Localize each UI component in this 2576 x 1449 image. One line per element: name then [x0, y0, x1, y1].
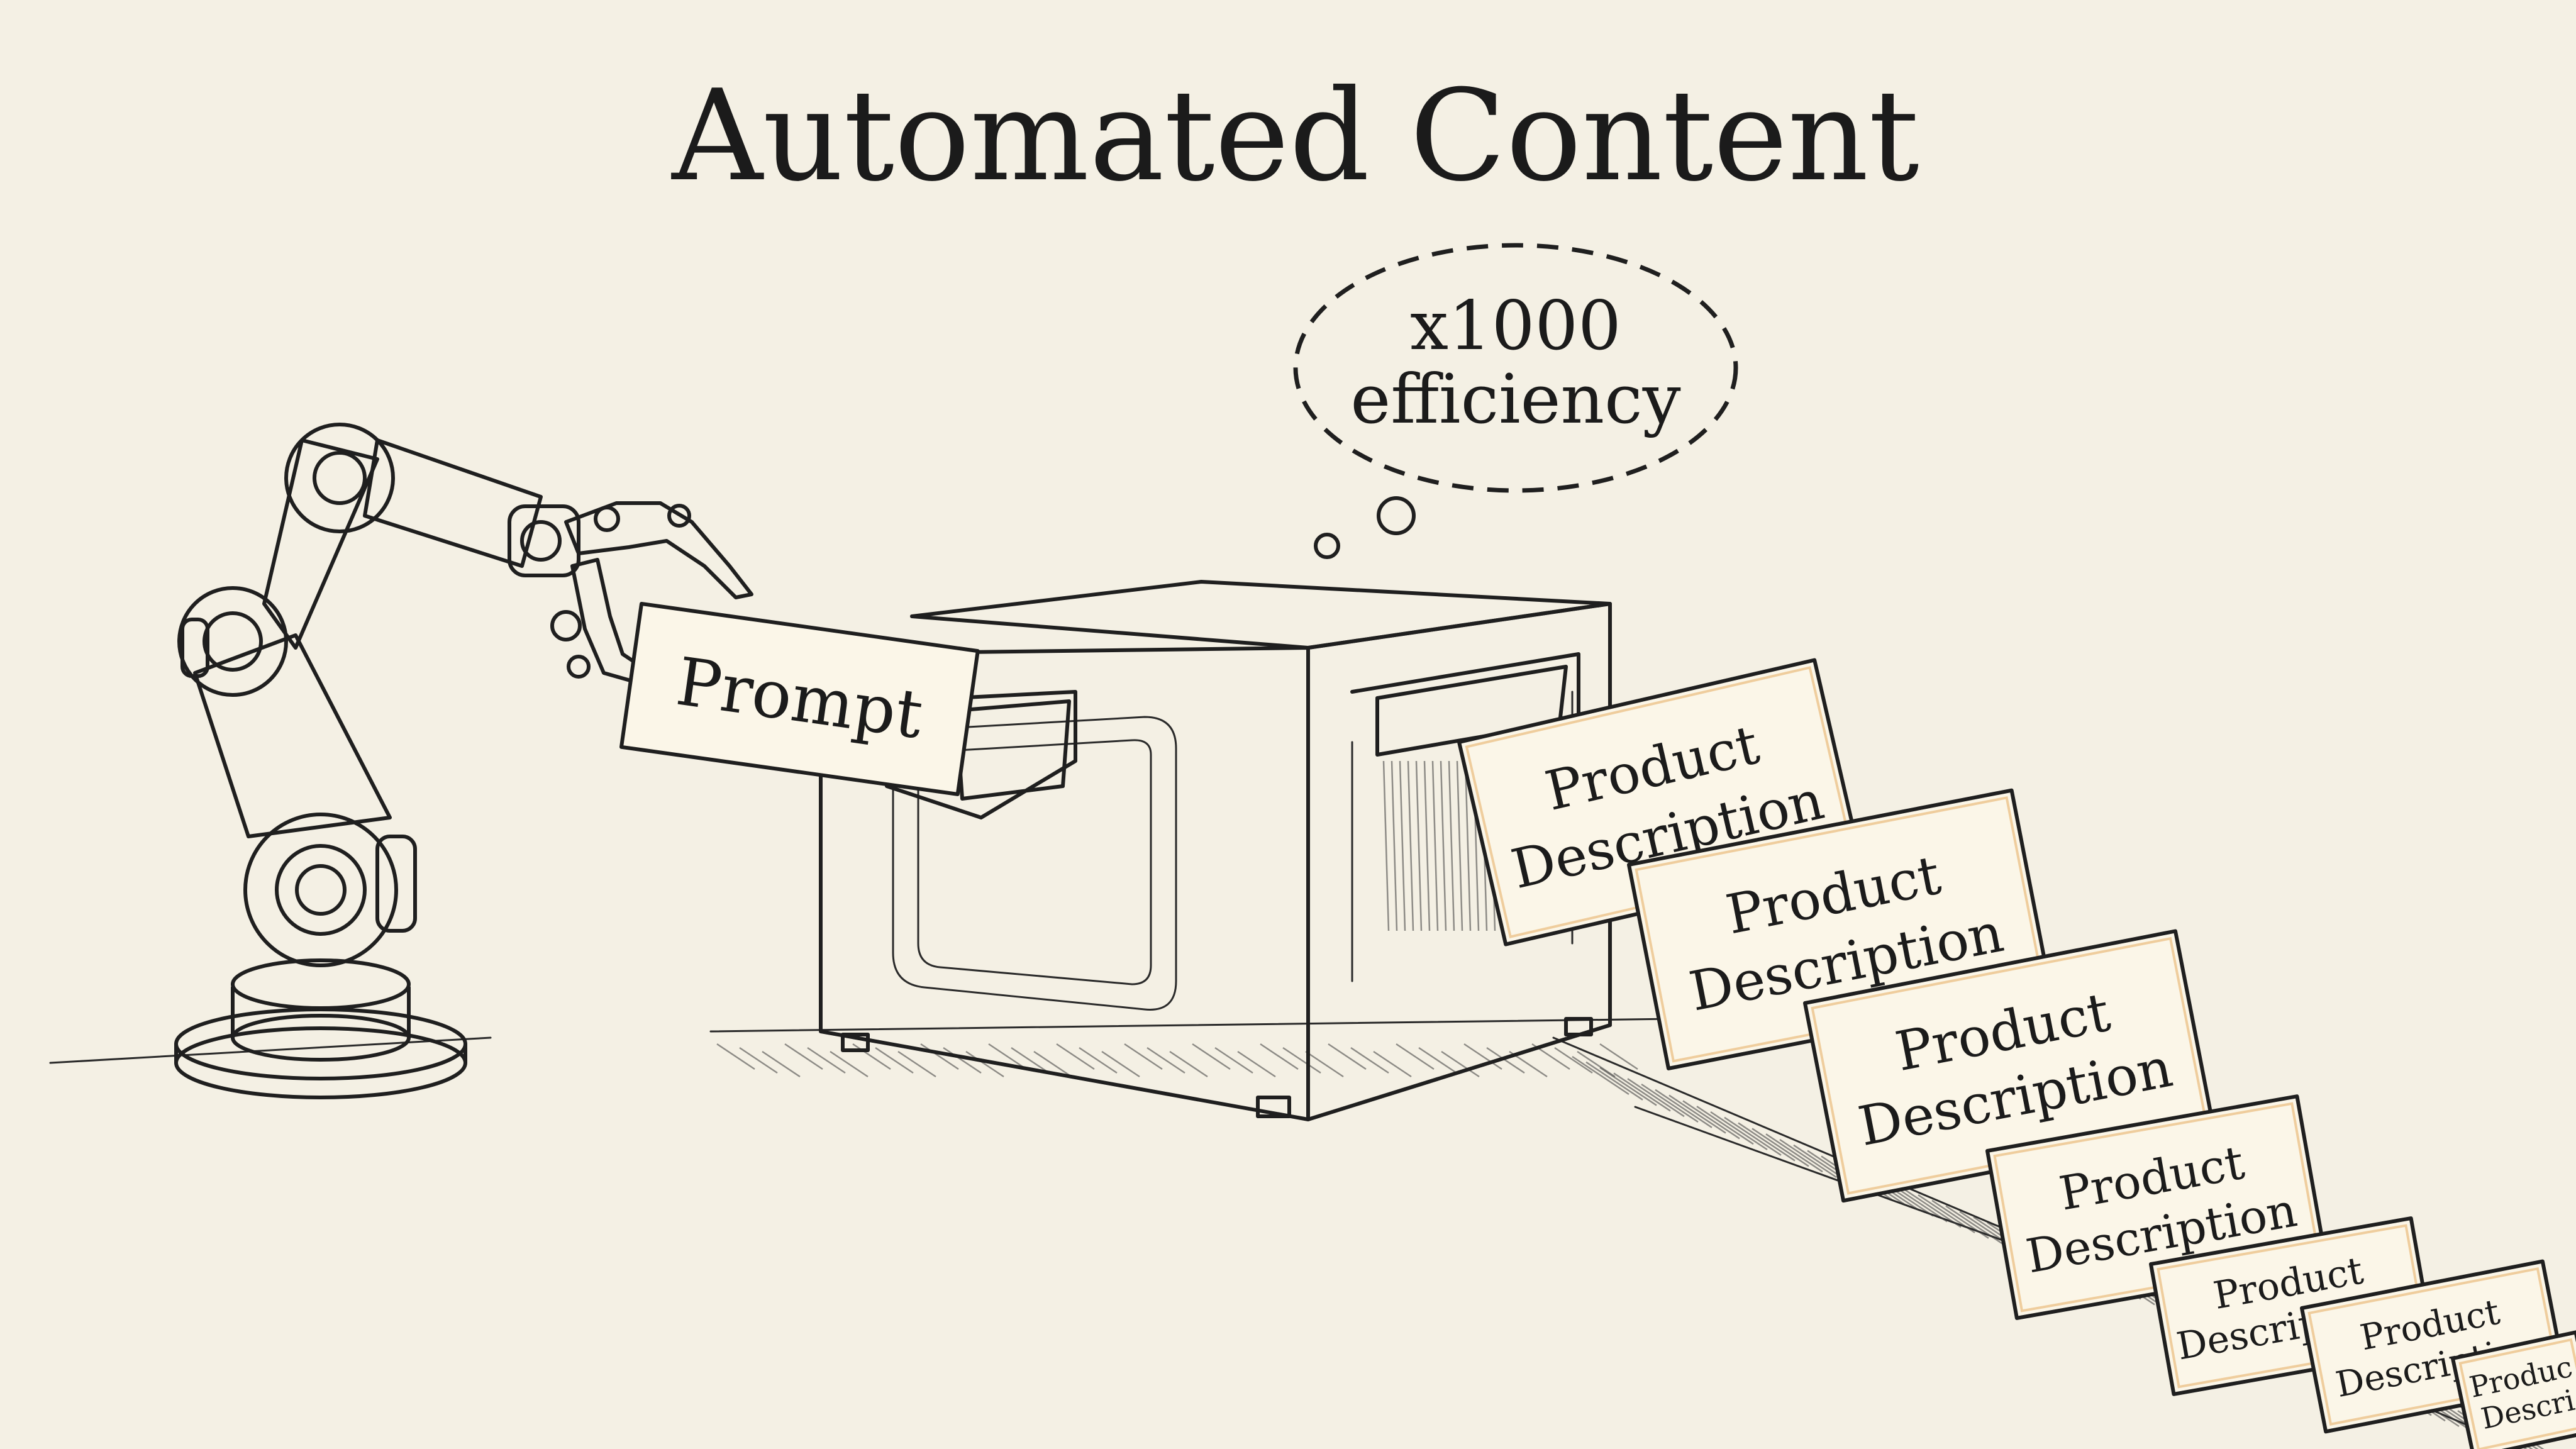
thought-bubble-efficiency: efficiency	[1350, 360, 1680, 439]
robot-arm	[174, 423, 753, 1099]
prompt-card: Prompt	[619, 602, 980, 796]
diagram-title: Automated Content	[670, 63, 1919, 209]
thought-bubble: x1000 efficiency	[1293, 243, 1738, 559]
output-card-stack: ProductDescriptionProductDescriptionProd…	[1457, 658, 2576, 1449]
thought-bubble-multiplier: x1000	[1410, 287, 1621, 365]
